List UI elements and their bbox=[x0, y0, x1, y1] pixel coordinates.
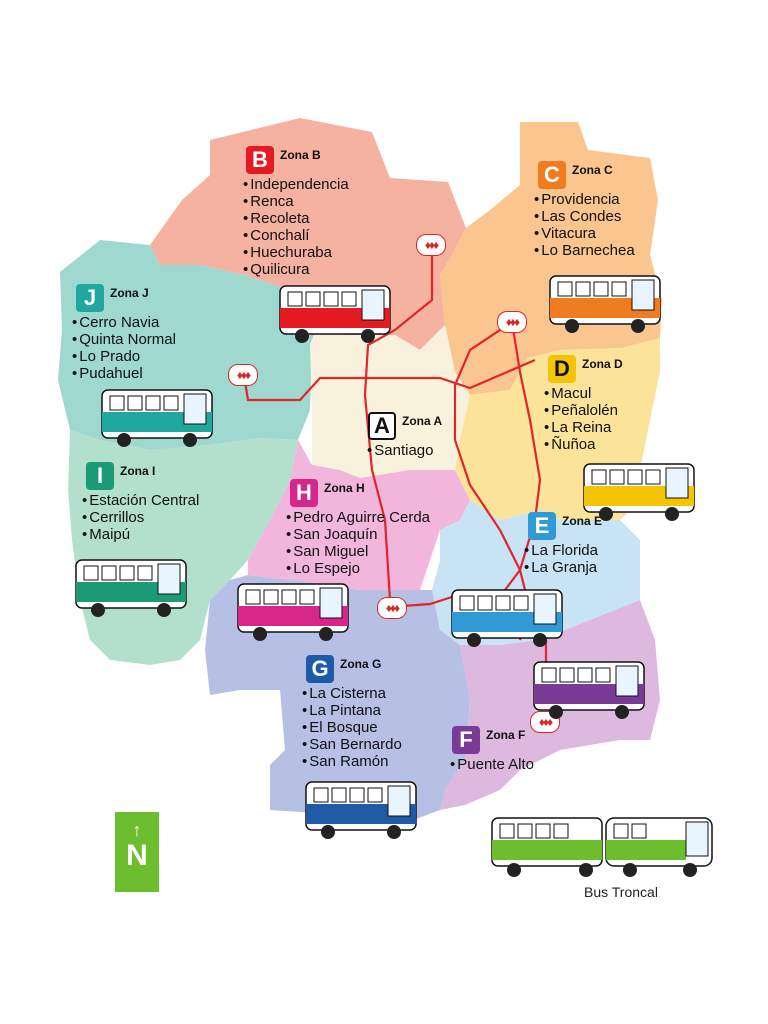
zone-c-label: C Zona C Providencia Las Condes Vitacura… bbox=[538, 161, 635, 259]
metro-line-south bbox=[402, 594, 456, 608]
commune-item: Pedro Aguirre Cerda bbox=[286, 509, 430, 526]
north-arrow-icon: ↑ bbox=[132, 820, 142, 840]
zone-a-label: A Zona A Santiago bbox=[368, 412, 442, 459]
zone-letter: D bbox=[548, 355, 576, 383]
metro-logo-icon: ♦♦♦ bbox=[416, 234, 446, 256]
bus-icon-zone-h bbox=[237, 583, 349, 641]
commune-item: El Bosque bbox=[302, 719, 402, 736]
commune-item: Las Condes bbox=[534, 208, 635, 225]
zone-letter: G bbox=[306, 655, 334, 683]
zone-b-label: B Zona B Independencia Renca Recoleta Co… bbox=[246, 146, 349, 278]
commune-item: Maipú bbox=[82, 526, 199, 543]
zone-title: Zona D bbox=[582, 357, 623, 371]
zone-letter: I bbox=[86, 462, 114, 490]
commune-item: Vitacura bbox=[534, 225, 635, 242]
commune-item: La Pintana bbox=[302, 702, 402, 719]
commune-item: Recoleta bbox=[243, 210, 349, 227]
bus-icon-zone-c bbox=[549, 275, 661, 333]
zone-letter: C bbox=[538, 161, 566, 189]
commune-item: Puente Alto bbox=[450, 756, 534, 773]
bus-icon-zone-e bbox=[451, 589, 563, 647]
zone-j-label: J Zona J Cerro Navia Quinta Normal Lo Pr… bbox=[76, 284, 176, 382]
commune-item: San Bernardo bbox=[302, 736, 402, 753]
trunk-bus-icon bbox=[491, 817, 713, 877]
commune-item: Lo Espejo bbox=[286, 560, 430, 577]
north-arrow-badge: ↑ N bbox=[115, 812, 159, 892]
commune-item: La Reina bbox=[544, 419, 623, 436]
bus-icon-zone-g bbox=[305, 781, 417, 839]
commune-item: Peñalolén bbox=[544, 402, 623, 419]
zone-letter: E bbox=[528, 512, 556, 540]
commune-item: La Cisterna bbox=[302, 685, 402, 702]
commune-item: Ñuñoa bbox=[544, 436, 623, 453]
zone-i-label: I Zona I Estación Central Cerrillos Maip… bbox=[86, 462, 199, 543]
commune-item: Cerrillos bbox=[82, 509, 199, 526]
zone-title: Zona H bbox=[324, 481, 365, 495]
commune-item: San Miguel bbox=[286, 543, 430, 560]
metro-line-east-west bbox=[242, 358, 536, 402]
zone-letter: A bbox=[368, 412, 396, 440]
commune-item: Conchalí bbox=[243, 227, 349, 244]
zone-d-label: D Zona D Macul Peñalolén La Reina Ñuñoa bbox=[548, 355, 623, 453]
zone-h-label: H Zona H Pedro Aguirre Cerda San Joaquín… bbox=[290, 479, 430, 577]
commune-item: Pudahuel bbox=[72, 365, 176, 382]
commune-item: La Florida bbox=[524, 542, 602, 559]
zone-title: Zona A bbox=[402, 414, 443, 428]
bus-icon-zone-j bbox=[101, 389, 213, 447]
zone-a-area bbox=[310, 322, 470, 478]
zone-g-label: G Zona G La Cisterna La Pintana El Bosqu… bbox=[306, 655, 402, 770]
commune-item: Providencia bbox=[534, 191, 635, 208]
zone-title: Zona J bbox=[110, 286, 149, 300]
bus-icon-zone-d bbox=[583, 463, 695, 521]
commune-item: Lo Barnechea bbox=[534, 242, 634, 259]
zone-title: Zona F bbox=[486, 728, 526, 742]
zone-title: Zona I bbox=[120, 464, 156, 478]
zone-letter: H bbox=[290, 479, 318, 507]
commune-item: San Joaquín bbox=[286, 526, 430, 543]
commune-item: La Granja bbox=[524, 559, 602, 576]
commune-item: Independencia bbox=[243, 176, 348, 193]
commune-item: Lo Prado bbox=[72, 348, 176, 365]
bus-icon-zone-i bbox=[75, 559, 187, 617]
metro-logo-icon: ♦♦♦ bbox=[377, 597, 407, 619]
legend-label: Bus Troncal bbox=[584, 884, 658, 900]
commune-item: Santiago bbox=[367, 442, 442, 459]
zone-e-label: E Zona E La Florida La Granja bbox=[528, 512, 602, 576]
commune-item: Quinta Normal bbox=[72, 331, 176, 348]
zone-letter: J bbox=[76, 284, 104, 312]
commune-item: Cerro Navia bbox=[72, 314, 176, 331]
metro-logo-icon: ♦♦♦ bbox=[228, 364, 258, 386]
north-letter: N bbox=[126, 839, 148, 872]
commune-item: Huechuraba bbox=[243, 244, 349, 261]
zone-title: Zona C bbox=[572, 163, 613, 177]
zone-letter: B bbox=[246, 146, 274, 174]
zone-letter: F bbox=[452, 726, 480, 754]
commune-item: Renca bbox=[243, 193, 349, 210]
zone-f-label: F Zona F Puente Alto bbox=[452, 726, 534, 773]
zone-title: Zona E bbox=[562, 514, 603, 528]
commune-item: San Ramón bbox=[302, 753, 402, 770]
metro-logo-icon: ♦♦♦ bbox=[497, 311, 527, 333]
bus-icon-zone-b bbox=[279, 285, 391, 343]
commune-item: Macul bbox=[544, 385, 623, 402]
zone-title: Zona G bbox=[340, 657, 382, 671]
zone-title: Zona B bbox=[280, 148, 321, 162]
commune-item: Estación Central bbox=[82, 492, 199, 509]
bus-icon-zone-f bbox=[533, 661, 645, 719]
commune-item: Quilicura bbox=[243, 261, 349, 278]
